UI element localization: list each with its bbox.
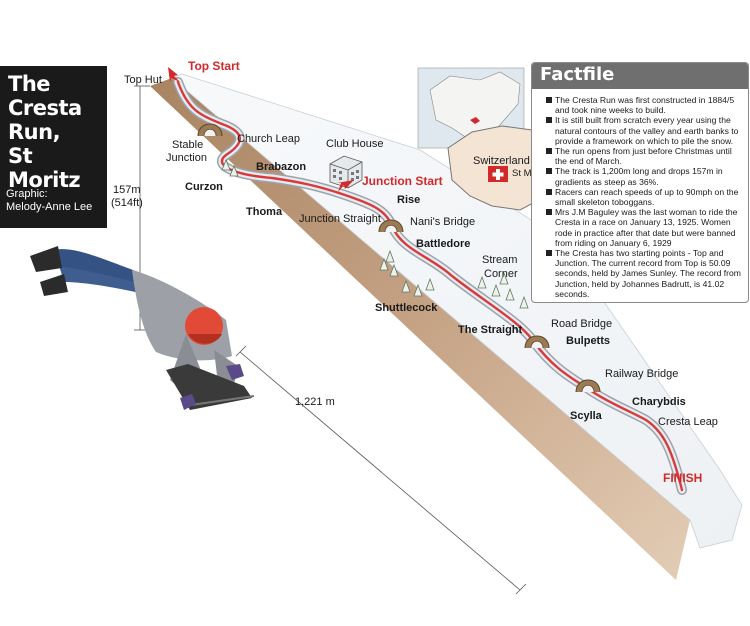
top-start-arrow-icon xyxy=(168,67,180,82)
graphic-credit: Graphic: Melody-Anne Lee xyxy=(6,188,93,213)
label-curzon: Curzon xyxy=(185,181,223,193)
label-cresta-leap: Cresta Leap xyxy=(658,416,718,428)
label-stream: Stream xyxy=(482,254,517,266)
label-st-moritz: St Moritz xyxy=(512,168,550,179)
factfile-header: Factfile xyxy=(532,63,748,89)
factfile-item: The Cresta Run was first constructed in … xyxy=(546,95,744,115)
tree-group xyxy=(221,158,529,309)
factfile-item: Mrs J.M Baguley was the last woman to ri… xyxy=(546,207,744,248)
label-thoma: Thoma xyxy=(246,206,283,218)
factfile-item: It is still built from scratch every yea… xyxy=(546,115,744,146)
label-top-start: Top Start xyxy=(188,59,240,73)
factfile-item: The Cresta has two starting points - Top… xyxy=(546,248,744,299)
factfile-item: Racers can reach speeds of up to 90mph o… xyxy=(546,187,744,207)
label-stable-2: Junction xyxy=(166,152,207,164)
label-church-leap: Church Leap xyxy=(237,133,300,145)
label-shuttlecock: Shuttlecock xyxy=(375,302,438,314)
label-railway-bridge: Railway Bridge xyxy=(605,368,678,380)
label-brabazon: Brabazon xyxy=(256,161,306,173)
bridge-railway xyxy=(575,379,601,393)
label-charybdis: Charybdis xyxy=(632,396,686,408)
factfile-list: The Cresta Run was first constructed in … xyxy=(546,95,744,299)
label-scylla: Scylla xyxy=(570,410,603,422)
label-club-house: Club House xyxy=(326,138,383,150)
label-bulpetts: Bulpetts xyxy=(566,335,610,347)
label-the-straight: The Straight xyxy=(458,324,523,336)
title-panel: The Cresta Run, St Moritz Graphic: Melod… xyxy=(0,66,107,228)
label-stable-1: Stable xyxy=(172,139,203,151)
bridge-nanis xyxy=(378,219,404,233)
bridge-road xyxy=(524,335,550,349)
factfile-item: The run opens from just before Christmas… xyxy=(546,146,744,166)
label-switzerland: Switzerland xyxy=(473,155,530,167)
junction-start-arrow-icon xyxy=(337,180,354,192)
label-corner: Corner xyxy=(484,268,518,280)
label-length: 1,221 m xyxy=(295,396,335,408)
slope-snow-surface xyxy=(171,73,743,549)
label-height-m: 157m xyxy=(113,184,141,196)
skeleton-rider-illustration xyxy=(30,246,255,410)
label-nanis-bridge: Nani's Bridge xyxy=(410,216,475,228)
label-finish: FINISH xyxy=(663,471,702,485)
bridge-stable-junction xyxy=(197,123,223,137)
length-dimension xyxy=(235,345,527,595)
factfile-heading: Factfile xyxy=(540,64,615,85)
label-junction-straight: Junction Straight xyxy=(299,213,381,225)
label-top-hut: Top Hut xyxy=(124,74,162,86)
page-title: The Cresta Run, St Moritz xyxy=(8,72,82,192)
label-junction-start: Junction Start xyxy=(362,174,443,188)
label-height-ft: (514ft) xyxy=(111,197,143,209)
factfile-panel: Factfile The Cresta Run was first constr… xyxy=(531,62,749,303)
label-battledore: Battledore xyxy=(416,238,470,250)
slope-earth xyxy=(150,78,690,580)
factfile-item: The track is 1,200m long and drops 157m … xyxy=(546,166,744,187)
label-rise: Rise xyxy=(397,194,420,206)
track-line xyxy=(176,80,684,492)
label-road-bridge: Road Bridge xyxy=(551,318,612,330)
